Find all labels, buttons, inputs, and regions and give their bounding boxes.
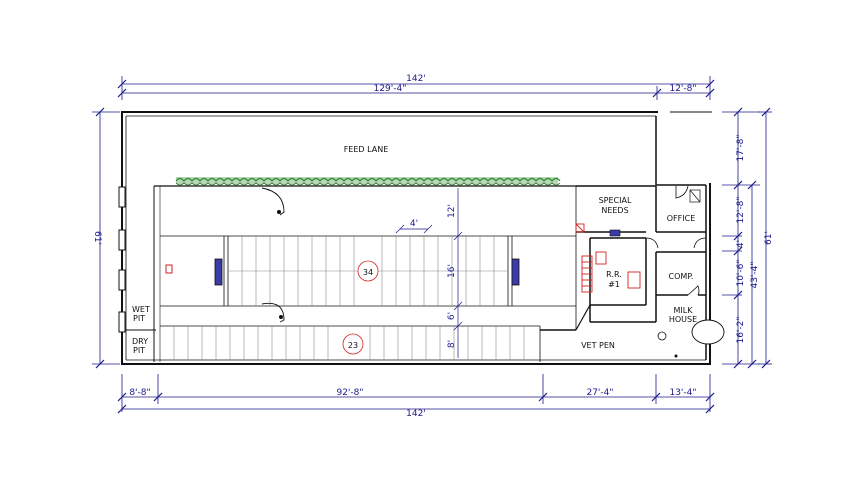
room-label-special-needs-2: NEEDS — [601, 206, 628, 215]
room-label-rr-2: #1 — [608, 280, 620, 289]
stall-count-lower-circle — [342, 333, 364, 355]
dim-bottom-total: 142' — [406, 409, 426, 419]
exterior-walls — [121, 111, 711, 365]
dimension-lines — [92, 76, 772, 412]
lower-stall-dividers — [173, 326, 525, 360]
exterior-notch — [658, 108, 718, 183]
stall-count-upper: 34 — [363, 268, 373, 277]
room-label-vet-pen: VET PEN — [581, 341, 615, 350]
dim-bottom-mid: 92'-8" — [336, 388, 363, 398]
room-label-comp: COMP. — [669, 272, 694, 281]
dim-right-4: 4' — [736, 240, 746, 248]
interior-dimension-lines — [395, 188, 463, 358]
office-door — [675, 185, 689, 199]
dim-top-main: 129'-4" — [374, 84, 407, 94]
dim-right-17: 17'-8" — [736, 134, 746, 161]
room-label-wet-pit-1: WET — [132, 305, 150, 314]
dim-top-total: 142' — [406, 74, 426, 84]
dim-inner-16: 16' — [447, 264, 457, 278]
room-label-milk-house-1: MILK — [674, 306, 694, 315]
dim-bottom-left: 8'-8" — [129, 388, 150, 398]
dimension-ticks — [95, 79, 771, 414]
office-fixture — [689, 189, 701, 203]
room-label-wet-pit-2: PIT — [133, 314, 145, 323]
room-label-special-needs-1: SPECIAL — [599, 196, 632, 205]
room-label-dry-pit-1: DRY — [132, 337, 148, 346]
waterer-right — [511, 258, 520, 286]
dim-inner-8: 8' — [447, 340, 457, 348]
lower-gate-post — [279, 315, 283, 319]
dim-bottom-right2: 13'-4" — [669, 388, 696, 398]
restroom-fixtures — [575, 223, 641, 293]
feed-bunk-hedge — [175, 177, 561, 186]
lower-gate — [261, 302, 285, 323]
dim-top-right: 12'-8" — [669, 84, 696, 94]
waterer-left — [214, 258, 223, 286]
dim-bottom-right1: 27'-4" — [586, 388, 613, 398]
dim-inner-4: 4' — [410, 219, 418, 229]
upper-gate-post — [277, 210, 281, 214]
left-windows — [118, 186, 126, 333]
corridor-door-left — [645, 237, 659, 249]
room-label-milk-house-2: HOUSE — [669, 315, 697, 324]
stall-lines — [160, 186, 577, 362]
dim-inner-12: 12' — [447, 204, 457, 218]
room-label-rr-1: R.R. — [606, 270, 622, 279]
dim-right-10: 10'-6" — [736, 259, 746, 286]
dim-right-16: 16'-2" — [736, 316, 746, 343]
red-marker — [165, 264, 173, 274]
milk-house-floor-drain — [674, 354, 678, 358]
room-label-feed-lane: FEED LANE — [344, 145, 389, 154]
rr-vent — [609, 229, 621, 237]
upper-gate — [261, 187, 285, 216]
milk-house-drain — [657, 331, 667, 341]
dim-left-total: 61' — [92, 231, 102, 245]
stall-count-upper-circle — [357, 260, 379, 282]
vet-pen-wall — [575, 304, 591, 331]
dim-inner-6: 6' — [447, 312, 457, 320]
corridor-door-right — [693, 237, 707, 249]
dim-right-mid: 43'-4" — [750, 261, 760, 288]
milk-tank — [691, 319, 725, 345]
stall-count-lower: 23 — [348, 341, 358, 350]
room-label-office: OFFICE — [667, 214, 696, 223]
dim-right-12: 12'-8" — [736, 196, 746, 223]
comp-door — [687, 285, 700, 296]
dim-right-outer: 61' — [764, 231, 774, 245]
service-walls — [540, 185, 706, 331]
room-label-dry-pit-2: PIT — [133, 346, 145, 355]
